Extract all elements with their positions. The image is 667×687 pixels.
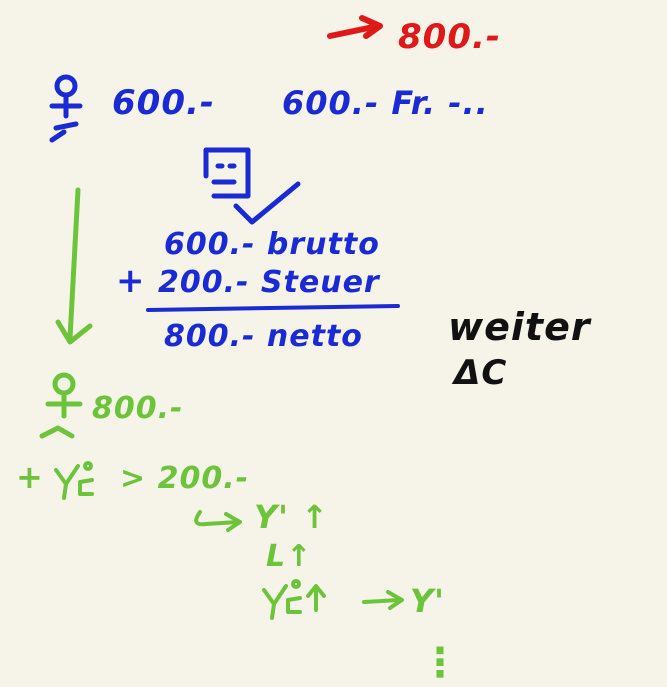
- red-note-text: 800.-: [398, 17, 501, 57]
- chain-row-3-result: Y': [410, 582, 445, 620]
- calc-line-1: 600.- brutto: [164, 227, 380, 262]
- person-icon: [49, 74, 83, 143]
- green-chain: Y' ↑ L↑ Y' ⋮: [194, 498, 461, 686]
- calc-line-3: 800.- netto: [164, 319, 363, 354]
- red-arrow-icon: [327, 15, 383, 39]
- y-c-icon: [54, 461, 94, 500]
- side-note-line-1: weiter: [448, 305, 592, 349]
- calculation-block: 600.- brutto + 200.- Steuer 800.- netto: [116, 227, 400, 354]
- right-arrow-icon: [362, 590, 404, 610]
- calc-line-2: 200.- Steuer: [158, 265, 381, 300]
- chain-row-1: Y' ↑: [254, 498, 329, 536]
- green-amount: 800.-: [92, 391, 183, 426]
- side-note: weiter ΔC: [448, 305, 592, 393]
- chain-row-2: L↑: [266, 539, 312, 574]
- y-c-up-icon: [262, 579, 326, 620]
- chain-ellipsis: ⋮: [420, 640, 461, 686]
- green-gt-amount: > 200.-: [120, 461, 249, 496]
- green-down-arrow-icon: [55, 187, 93, 345]
- red-note: 800.-: [327, 15, 501, 57]
- blue-top-line: 600.- 600.- Fr. -..: [49, 74, 489, 143]
- side-note-line-2: ΔC: [451, 353, 507, 393]
- green-plus: +: [16, 458, 44, 496]
- hook-arrow-icon: [194, 510, 242, 532]
- green-comparison: + > 200.-: [16, 458, 249, 500]
- calc-sum-line: [146, 304, 400, 312]
- calc-plus: +: [116, 261, 146, 301]
- blue-right-amount: 600.- Fr. -..: [282, 84, 489, 122]
- document-check-icon: [203, 147, 301, 225]
- green-person-icon: [39, 372, 83, 439]
- green-person-line: 800.-: [39, 372, 183, 439]
- blue-left-amount: 600.-: [112, 83, 215, 123]
